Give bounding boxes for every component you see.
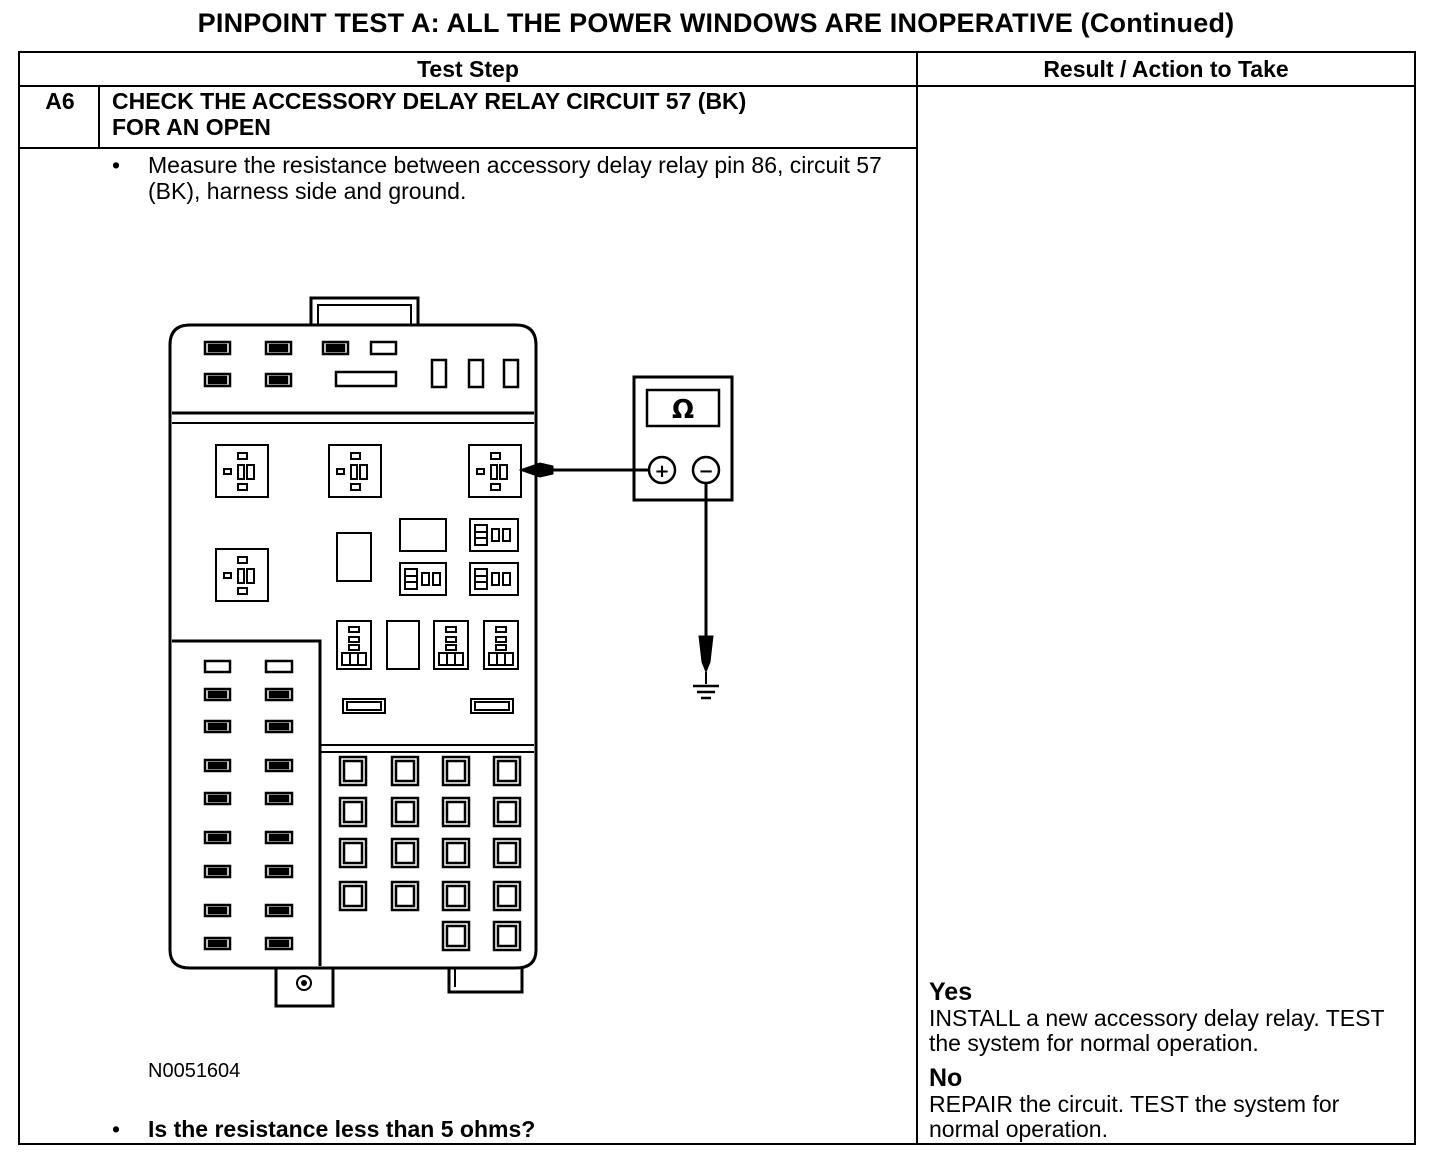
result-no: No REPAIR the circuit. TEST the system f… [929,1064,1409,1142]
result-no-label: No [929,1064,963,1092]
ohmmeter-icon: Ω + − [632,375,734,502]
result-no-action: REPAIR the circuit. TEST the system for … [929,1091,1340,1142]
header-divider [18,85,1416,87]
test-step-header: Test Step [417,56,519,82]
meter-symbol: Ω [672,395,694,425]
pinpoint-test-table [18,51,1416,1145]
bullet-icon: • [112,1116,121,1142]
step-id: A6 [45,88,75,114]
bullet-icon: • [112,152,121,178]
result-yes: Yes INSTALL a new accessory delay relay.… [929,978,1409,1056]
column-divider [916,51,918,1145]
step-title: CHECK THE ACCESSORY DELAY RELAY CIRCUIT … [112,88,747,140]
step-title-divider [18,147,918,149]
result-header: Result / Action to Take [1043,56,1289,82]
instruction-text: Measure the resistance between accessory… [148,152,882,204]
step-id-divider [98,85,100,147]
plus-terminal-label: + [654,461,669,482]
figure-id: N0051604 [148,1060,241,1082]
page-title: PINPOINT TEST A: ALL THE POWER WINDOWS A… [197,8,1235,38]
question-text: Is the resistance less than 5 ohms? [148,1116,536,1142]
result-yes-action: INSTALL a new accessory delay relay. TES… [929,1005,1385,1056]
result-yes-label: Yes [929,978,973,1006]
minus-terminal-label: − [698,461,713,482]
